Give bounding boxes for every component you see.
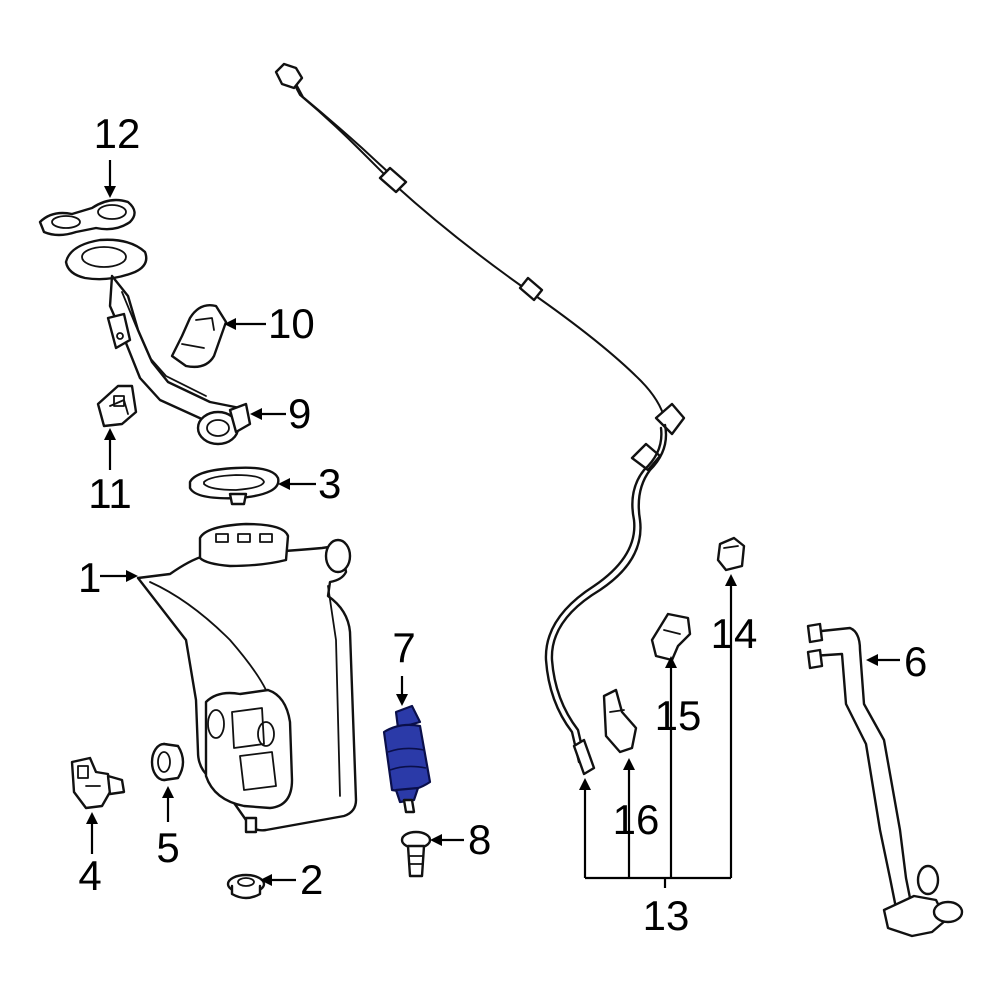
part-2-grommet — [226, 873, 266, 900]
part-3-seal — [188, 466, 280, 506]
callout-labels: 12 10 9 11 3 1 7 4 5 2 8 6 14 15 16 13 — [78, 110, 927, 939]
callout-13: 13 — [643, 892, 690, 939]
part-16-connector — [602, 688, 638, 754]
part-10-bracket — [170, 304, 228, 369]
callout-2: 2 — [300, 856, 323, 903]
callout-12: 12 — [94, 110, 141, 157]
washer-hose — [544, 423, 668, 776]
part-14-clip — [716, 536, 746, 572]
part-6-rear-hose — [806, 622, 964, 938]
leader-lines — [86, 160, 900, 888]
callout-1: 1 — [78, 554, 101, 601]
wiring-harness — [274, 62, 686, 472]
part-8-bolt — [400, 830, 432, 878]
callout-11: 11 — [88, 470, 132, 517]
harness-clip-middle — [518, 276, 544, 302]
callout-10: 10 — [268, 300, 315, 347]
part-4-sensor — [70, 756, 126, 810]
part-9-connector — [196, 402, 252, 446]
callout-6: 6 — [904, 638, 927, 685]
part-12-gasket — [38, 198, 136, 237]
callout-16: 16 — [613, 796, 660, 843]
callout-9: 9 — [288, 390, 311, 437]
part-11-clip — [96, 384, 138, 428]
callout-7: 7 — [392, 624, 415, 671]
harness-clip-upper — [378, 166, 408, 194]
harness-end-connector — [274, 62, 304, 90]
callout-8: 8 — [468, 816, 491, 863]
callout-14: 14 — [711, 610, 758, 657]
callout-4: 4 — [78, 852, 101, 899]
part-1-reservoir — [136, 522, 358, 834]
callout-15: 15 — [655, 692, 702, 739]
part-5-grommet — [150, 742, 185, 782]
callout-3: 3 — [318, 460, 341, 507]
part-7-washer-pump — [382, 704, 432, 814]
callout-5: 5 — [156, 824, 179, 871]
part-15-clip — [650, 612, 692, 662]
hose-connector-lower — [572, 738, 596, 776]
